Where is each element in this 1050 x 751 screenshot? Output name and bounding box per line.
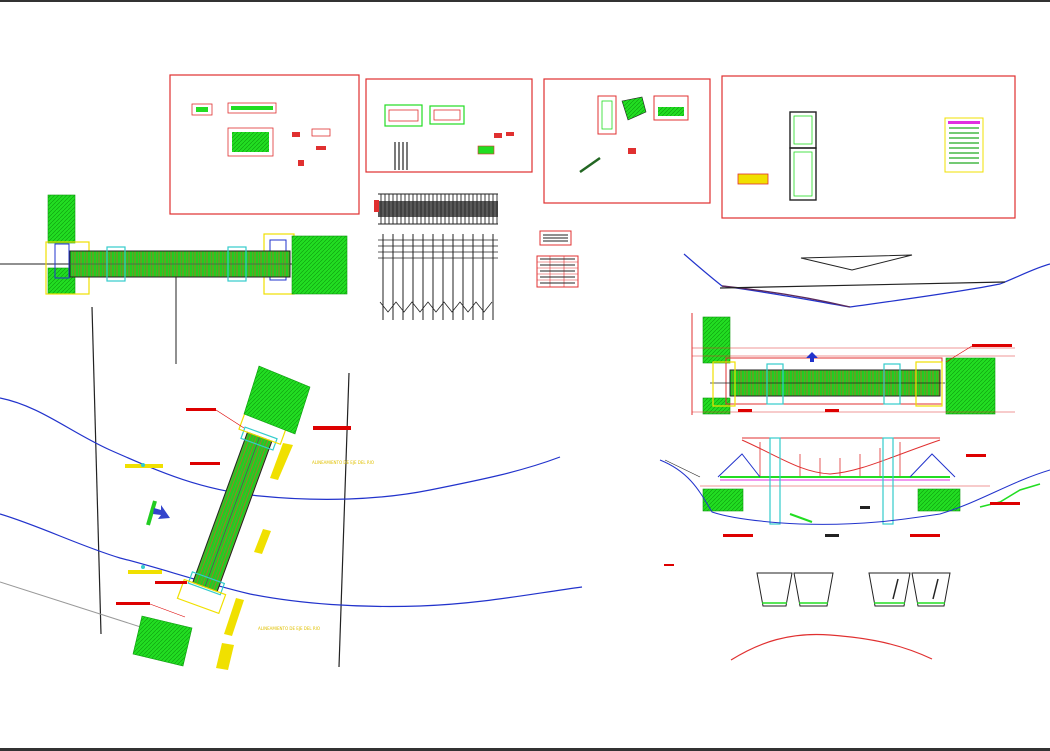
terrain-profile bbox=[683, 253, 1050, 308]
rebar-detail-grid bbox=[374, 193, 498, 320]
schedule-tables bbox=[536, 230, 579, 288]
bridge-plan-horizontal bbox=[0, 194, 348, 364]
sheet-frame-2 bbox=[365, 78, 533, 173]
sheet-frame-4 bbox=[721, 75, 1016, 219]
sheet-frame-3 bbox=[543, 78, 711, 204]
bridge-plan-right bbox=[691, 313, 1015, 415]
upper-river-label: ALINEAMIENTO DE EJE DEL RIO bbox=[312, 460, 374, 465]
lower-river-label: ALINEAMIENTO DE EJE DEL RIO bbox=[258, 626, 320, 631]
diagonal-bridge bbox=[176, 409, 288, 615]
north-arrow-icon bbox=[806, 352, 818, 362]
arrow-icon bbox=[153, 505, 170, 519]
sheet-frame-1 bbox=[169, 74, 360, 215]
bridge-elevation bbox=[659, 437, 1050, 566]
footing-sections bbox=[730, 572, 951, 661]
site-plan: ALINEAMIENTO DE EJE DEL RIO ALINEAMIENTO… bbox=[0, 306, 583, 670]
